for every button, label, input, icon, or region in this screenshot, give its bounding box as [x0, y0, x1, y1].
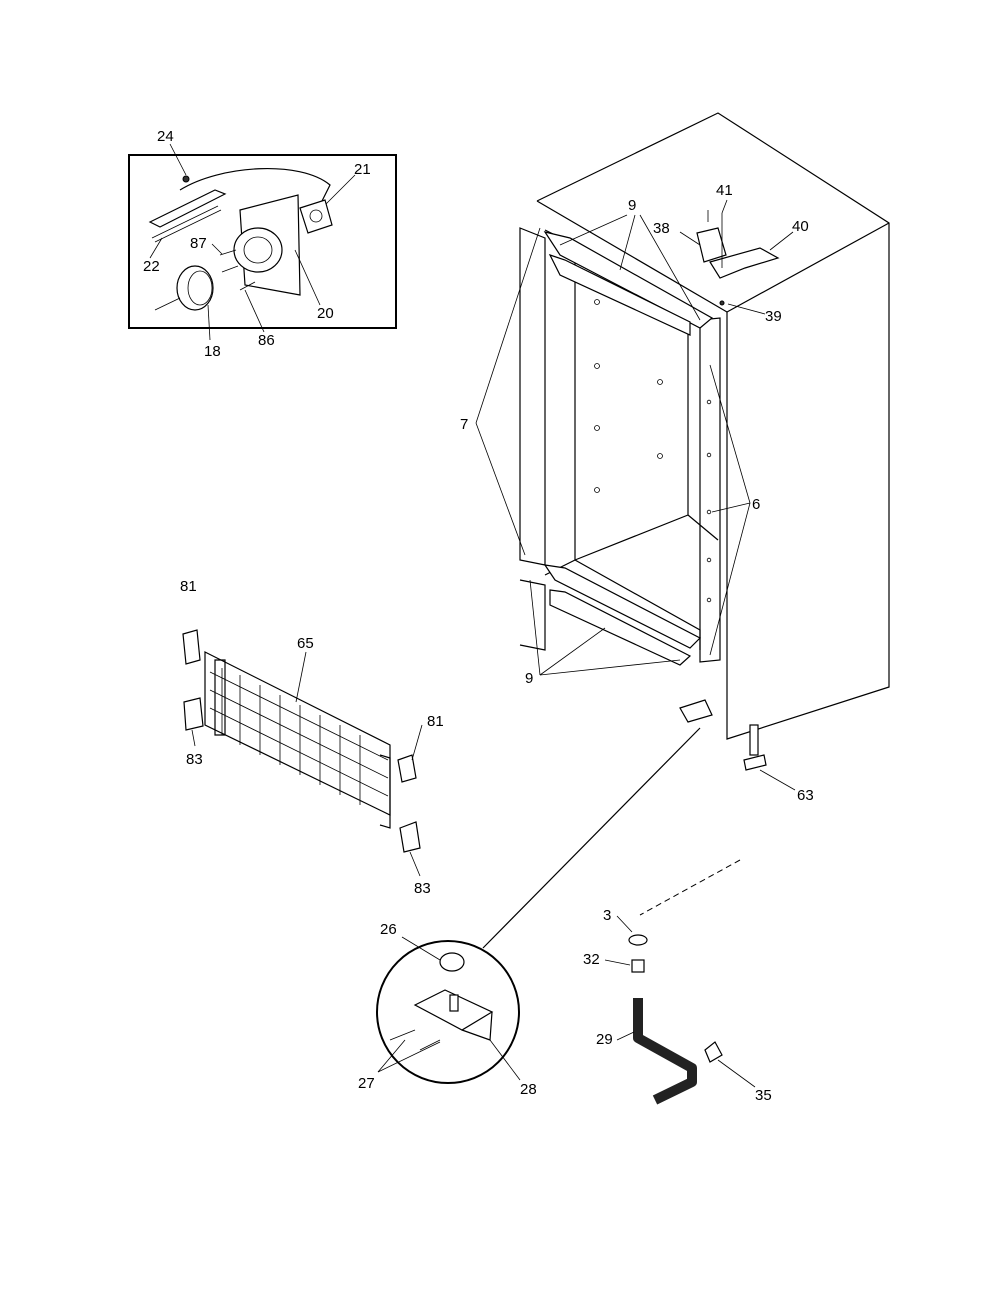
callout-3: 3	[603, 907, 611, 924]
drain-grommet	[631, 959, 645, 973]
basket-clip-83-left	[183, 697, 204, 731]
wire-basket	[182, 629, 423, 877]
callout-6: 6	[752, 496, 760, 513]
callout-63: 63	[797, 787, 814, 804]
basket-clip-81-top	[182, 629, 201, 665]
top-channel-upper	[543, 231, 714, 329]
drain-clamp	[704, 1041, 723, 1063]
callout-9-top: 9	[628, 197, 636, 214]
hinge-bushing	[439, 952, 465, 972]
callout-28: 28	[520, 1081, 537, 1098]
callout-87: 87	[190, 235, 207, 252]
callout-38: 38	[653, 220, 670, 237]
callout-32: 32	[583, 951, 600, 968]
callout-18: 18	[204, 343, 221, 360]
leveling-leg	[749, 724, 759, 756]
callout-40: 40	[792, 218, 809, 235]
callout-65: 65	[297, 635, 314, 652]
callout-27: 27	[358, 1075, 375, 1092]
drain-tube	[633, 998, 697, 1105]
heater-element	[148, 167, 331, 243]
callout-20: 20	[317, 305, 334, 322]
callout-86: 86	[258, 332, 275, 349]
callout-26: 26	[380, 921, 397, 938]
top-hinge	[709, 247, 780, 279]
cabinet	[475, 112, 890, 791]
callout-35: 35	[755, 1087, 772, 1104]
fan-motor	[299, 199, 333, 234]
basket-clip-83-bottom	[399, 821, 421, 853]
bottom-hinge	[679, 699, 713, 723]
callout-22: 22	[143, 258, 160, 275]
drain-assembly	[604, 859, 756, 1105]
callout-labels: 24 21 22 87 20 18 86 9 41 38 40 39 7 6 9…	[143, 128, 814, 1104]
hinge-detail	[376, 727, 701, 1084]
fan-blade	[176, 265, 214, 311]
top-channel-lower	[548, 253, 691, 336]
callout-7: 7	[460, 416, 468, 433]
callout-39: 39	[765, 308, 782, 325]
bottom-channel-lower	[549, 589, 692, 666]
callout-9-bottom: 9	[525, 670, 533, 687]
callout-81-top: 81	[180, 578, 197, 595]
callout-83-bottom: 83	[414, 880, 431, 897]
callout-83-left: 83	[186, 751, 203, 768]
basket-clip-81-right	[397, 754, 417, 783]
top-hinge-block	[696, 227, 727, 263]
callout-81-right: 81	[427, 713, 444, 730]
inset-fan-assembly	[128, 143, 397, 341]
bottom-channel-upper	[543, 564, 702, 649]
callout-29: 29	[596, 1031, 613, 1048]
callout-21: 21	[354, 161, 371, 178]
callout-41: 41	[716, 182, 733, 199]
drain-plug	[628, 934, 648, 946]
fan-shroud	[233, 227, 283, 273]
callout-24: 24	[157, 128, 174, 145]
